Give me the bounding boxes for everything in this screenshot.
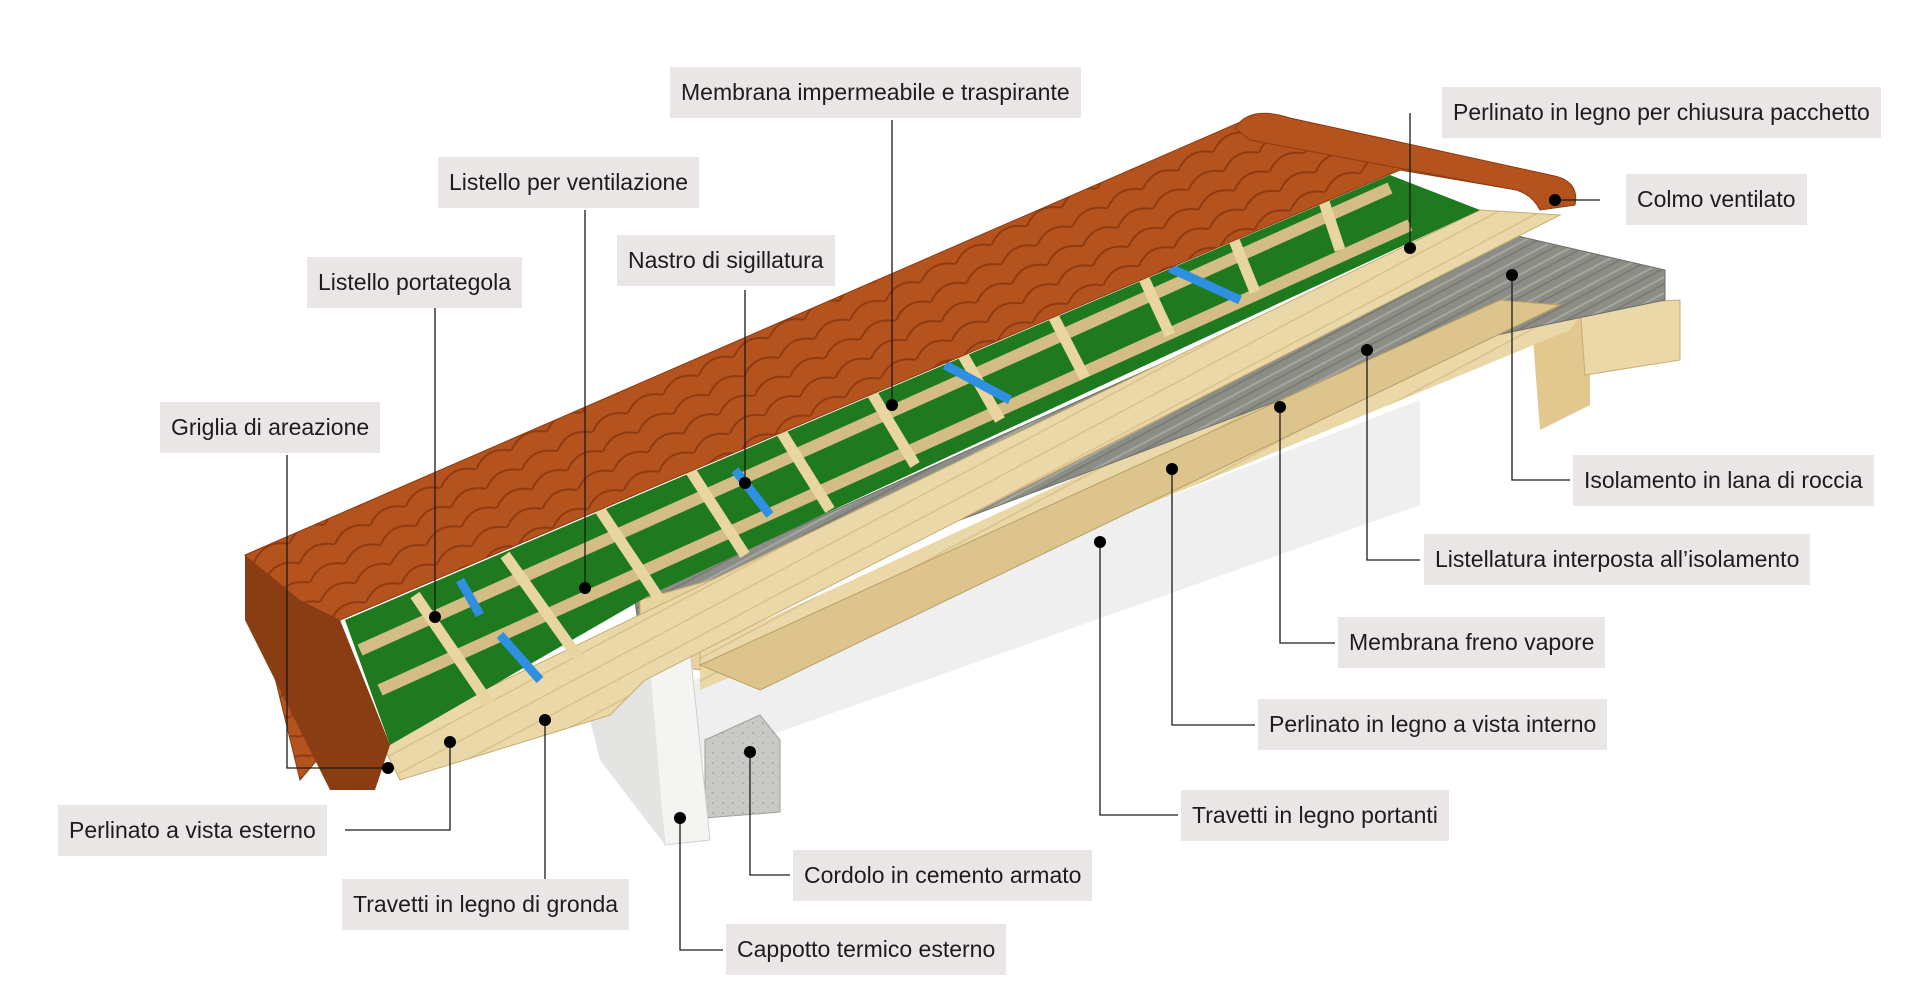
dot-listello-portategola — [429, 611, 441, 623]
ridge-cap — [1234, 112, 1577, 211]
dot-isolamento-lana — [1506, 269, 1518, 281]
leader-dots — [382, 194, 1561, 824]
label-listello-ventilazione: Listello per ventilazione — [438, 157, 700, 208]
leader-isolamento-lana — [1511, 275, 1570, 481]
dot-listellatura-interposta — [1361, 344, 1373, 356]
label-perlinato-vista-interno: Perlinato in legno a vista interno — [1258, 699, 1608, 750]
label-perlinato-chiusura: Perlinato in legno per chiusura pacchett… — [1442, 87, 1881, 138]
dot-membrana-impermeabile — [886, 399, 898, 411]
label-travetti-portanti: Travetti in legno portanti — [1181, 790, 1449, 841]
roof-illustration — [244, 112, 1681, 846]
dot-perlinato-vista-interno — [1166, 463, 1178, 475]
label-perlinato-vista-esterno: Perlinato a vista esterno — [58, 805, 327, 856]
leader-cappotto-termico — [679, 818, 723, 951]
leader-perlinato-vista-interno — [1171, 469, 1255, 726]
label-nastro-sigillatura: Nastro di sigillatura — [617, 235, 835, 286]
label-colmo-ventilato: Colmo ventilato — [1626, 174, 1807, 225]
dot-cappotto-termico — [674, 812, 686, 824]
label-griglia-areazione: Griglia di areazione — [160, 402, 381, 453]
dot-cordolo-cemento — [744, 746, 756, 758]
dot-nastro-sigillatura — [739, 477, 751, 489]
dot-listello-ventilazione — [579, 582, 591, 594]
leader-perlinato-vista-esterno — [345, 742, 451, 831]
leader-travetti-portanti — [1099, 542, 1178, 816]
bearing-rafter — [698, 299, 1562, 691]
leader-lines — [286, 113, 1600, 951]
sealing-tape — [456, 263, 1242, 683]
leader-membrana-freno-vapore — [1279, 407, 1335, 644]
label-cappotto-termico: Cappotto termico esterno — [726, 924, 1007, 975]
dot-griglia-areazione — [382, 762, 394, 774]
dot-travetti-gronda — [539, 714, 551, 726]
leader-listellatura-interposta — [1366, 350, 1420, 561]
label-cordolo-cemento: Cordolo in cemento armato — [793, 850, 1093, 901]
dot-colmo-ventilato — [1549, 194, 1561, 206]
leader-cordolo-cemento — [749, 752, 790, 876]
leader-griglia-areazione — [286, 455, 388, 769]
label-membrana-freno-vapore: Membrana freno vapore — [1338, 617, 1606, 668]
roof-tiles-front — [245, 555, 390, 790]
dot-perlinato-chiusura — [1404, 242, 1416, 254]
label-travetti-gronda: Travetti in legno di gronda — [342, 879, 630, 930]
label-membrana-impermeabile: Membrana impermeabile e traspirante — [670, 67, 1081, 118]
label-isolamento-lana: Isolamento in lana di roccia — [1573, 455, 1874, 506]
dot-travetti-portanti — [1094, 536, 1106, 548]
label-listello-portategola: Listello portategola — [307, 257, 523, 308]
label-listellatura-interposta: Listellatura interposta all’isolamento — [1424, 534, 1811, 585]
dot-perlinato-vista-esterno — [444, 736, 456, 748]
dot-membrana-freno-vapore — [1274, 401, 1286, 413]
